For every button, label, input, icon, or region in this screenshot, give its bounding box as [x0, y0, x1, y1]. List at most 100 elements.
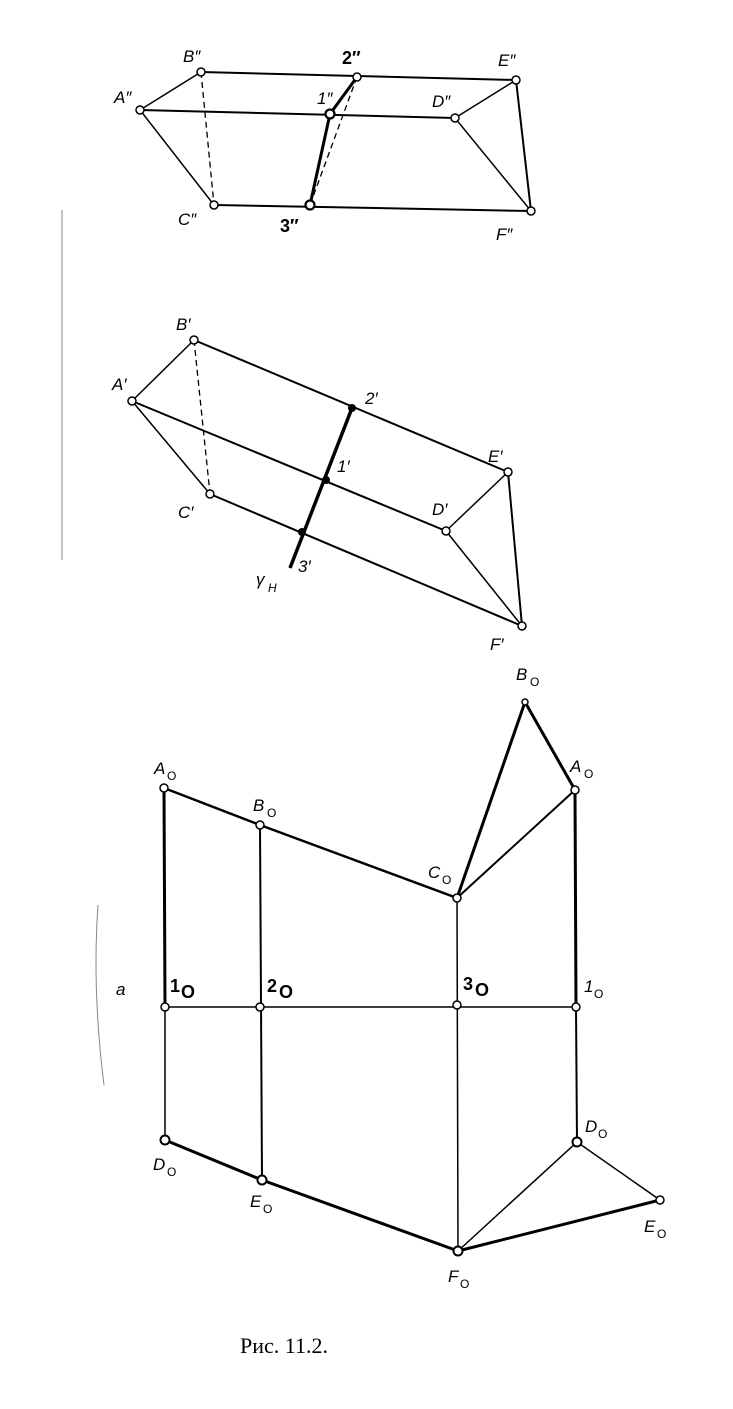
label-e0-left: E	[250, 1192, 262, 1211]
point-b2	[196, 67, 206, 77]
label-c2: C″	[178, 210, 197, 229]
edge-b0-c0	[259, 823, 458, 900]
label-11: 1′	[337, 457, 350, 476]
edge-e-f	[507, 471, 523, 627]
point-a2	[135, 105, 145, 115]
section-1-2	[328, 76, 359, 115]
point-d0-right	[571, 1136, 583, 1148]
edge-f0-e0-right	[457, 1198, 661, 1253]
label-c1: C′	[178, 503, 194, 522]
label-e0-right-sub: O	[657, 1227, 666, 1241]
development-points	[159, 698, 665, 1257]
label-b0-right: B	[516, 665, 527, 684]
label-3-0-sub: O	[475, 980, 489, 1000]
label-c0-sub: O	[442, 873, 451, 887]
point-c2	[209, 200, 219, 210]
point-21	[348, 404, 356, 412]
plane-gamma-subscript: H	[268, 581, 277, 595]
label-f1: F′	[490, 635, 504, 654]
label-f2: F″	[496, 225, 513, 244]
point-1-0-right	[571, 1002, 581, 1012]
label-b0-right-sub: O	[530, 675, 539, 689]
point-e0-left	[256, 1174, 268, 1186]
edge-a-d	[139, 109, 456, 119]
point-f1	[517, 621, 527, 631]
label-c0: C	[428, 863, 441, 882]
section-1-3	[308, 113, 332, 206]
label-a0-left-sub: O	[167, 769, 176, 783]
scan-artifacts	[61, 210, 105, 1086]
point-d1	[441, 526, 451, 536]
middle-view-points	[127, 335, 527, 631]
point-a0-left	[159, 783, 169, 793]
edge-d0-e0-right	[576, 1141, 661, 1201]
label-e1: E′	[488, 447, 503, 466]
label-a2: A″	[113, 88, 132, 107]
label-d0-left-sub: O	[167, 1165, 176, 1179]
edge-d-e	[445, 471, 509, 532]
edge-c-f	[213, 204, 532, 212]
plane-gamma-label: γ	[256, 570, 266, 589]
label-31: 3′	[298, 557, 311, 576]
edge-a-c	[139, 109, 215, 206]
point-11	[322, 476, 330, 484]
label-f0-sub: O	[460, 1277, 469, 1291]
edge-1-0-d0-right	[575, 1006, 578, 1143]
label-b0-left: B	[253, 796, 264, 815]
top-view	[139, 71, 532, 212]
top-view-points	[135, 67, 536, 216]
point-32	[304, 199, 316, 211]
label-12: 1″	[317, 89, 333, 108]
label-1-0-left: 1	[170, 976, 180, 996]
point-3-0	[452, 1000, 462, 1010]
label-1-0-right-sub: O	[594, 987, 603, 1001]
label-a0-left: A	[153, 759, 165, 778]
point-b1	[189, 335, 199, 345]
edge-a-c	[131, 400, 211, 495]
point-e1	[503, 467, 513, 477]
edge-d-f	[454, 117, 532, 212]
point-1-0-left	[160, 1002, 170, 1012]
label-2-0: 2	[267, 976, 277, 996]
point-e2	[511, 75, 521, 85]
point-d0-left	[159, 1134, 171, 1146]
edge-d-f	[445, 530, 523, 627]
label-b0-left-sub: O	[267, 806, 276, 820]
label-a0-right: A	[569, 757, 581, 776]
label-b1: B′	[176, 315, 191, 334]
edge-d-e	[454, 79, 517, 119]
development-labels: a A O B O C O B O A O 1 O 2 O 3 O 1 O D …	[116, 665, 666, 1291]
point-b0-left	[255, 820, 265, 830]
label-e0-right: E	[644, 1217, 656, 1236]
label-e0-left-sub: O	[263, 1202, 272, 1216]
label-e2: E″	[498, 51, 516, 70]
development	[162, 701, 661, 1253]
label-d1: D′	[432, 500, 448, 519]
edge-a-b	[131, 339, 195, 402]
point-a0-right	[570, 785, 580, 795]
label-1-0-left-sub: O	[181, 982, 195, 1002]
edge-a0-1-0-right	[573, 789, 578, 1008]
label-1-0-right: 1	[584, 977, 593, 996]
label-3-0: 3	[463, 974, 473, 994]
point-f2	[526, 206, 536, 216]
label-d2: D″	[432, 92, 451, 111]
label-a1: A′	[111, 375, 127, 394]
label-2-0-sub: O	[279, 982, 293, 1002]
edge-e-f	[515, 79, 532, 212]
point-e0-right	[655, 1195, 665, 1205]
edge-c0-f0	[456, 897, 459, 1252]
label-22: 2″	[342, 48, 361, 68]
edge-b-c-hidden	[200, 71, 215, 206]
top-view-labels: A″ B″ C″ D″ E″ F″ 1″ 2″ 3″	[113, 47, 516, 244]
label-a0-right-sub: O	[584, 767, 593, 781]
figure-caption: Рис. 11.2.	[240, 1333, 328, 1358]
label-d0-right: D	[585, 1117, 597, 1136]
edge-b-c-hidden	[193, 339, 211, 495]
point-12	[324, 108, 336, 120]
point-f0	[452, 1245, 464, 1257]
label-21: 2′	[364, 389, 378, 408]
point-c1	[205, 489, 215, 499]
edge-c0-b0-right	[455, 701, 527, 899]
